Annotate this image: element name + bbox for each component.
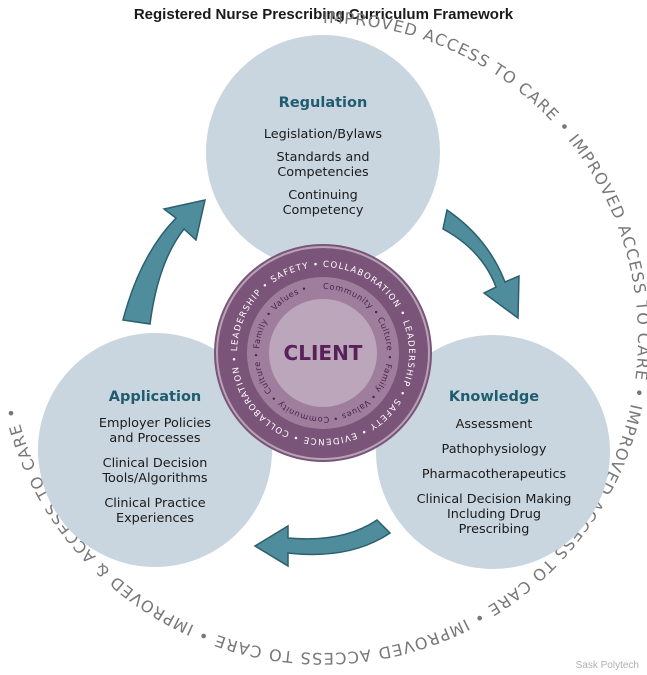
credit-label: Sask Polytech: [575, 660, 639, 671]
regulation-item-1-line-1: Competencies: [277, 165, 369, 180]
arrow-knowledge-to-application: [253, 519, 392, 568]
regulation-title: Regulation: [279, 95, 368, 111]
knowledge-item-3-line-2: Prescribing: [459, 522, 530, 537]
knowledge-item-3-line-0: Clinical Decision Making: [417, 492, 572, 507]
application-item-1-line-1: Tools/Algorithms: [101, 471, 208, 486]
application-item-0-line-0: Employer Policies: [99, 416, 211, 431]
regulation-item-1-line-0: Standards and: [276, 150, 369, 165]
knowledge-node: KnowledgeAssessmentPathophysiologyPharma…: [417, 389, 572, 537]
application-item-0-line-1: and Processes: [109, 431, 201, 446]
knowledge-item-0-line-0: Assessment: [456, 417, 533, 432]
knowledge-item-3-line-1: Including Drug: [447, 507, 541, 522]
arrow-application-to-regulation: [122, 199, 206, 325]
regulation-item-2-line-1: Competency: [283, 203, 364, 218]
arrow-regulation-to-knowledge: [442, 208, 520, 320]
application-item-1-line-0: Clinical Decision: [103, 456, 208, 471]
regulation-item-2-line-0: Continuing: [288, 188, 357, 203]
application-item-2-line-0: Clinical Practice: [104, 496, 205, 511]
knowledge-item-1-line-0: Pathophysiology: [442, 442, 547, 457]
knowledge-circle: [376, 335, 610, 569]
knowledge-title: Knowledge: [449, 389, 539, 405]
page-title: Registered Nurse Prescribing Curriculum …: [133, 6, 514, 23]
application-item-2-line-1: Experiences: [116, 511, 194, 526]
application-circle: [38, 333, 272, 567]
client-circle: [214, 244, 432, 462]
application-title: Application: [109, 389, 202, 405]
regulation-circle: [206, 35, 440, 269]
client-label: CLIENT: [284, 341, 363, 365]
regulation-item-0-line-0: Legislation/Bylaws: [264, 127, 383, 142]
knowledge-item-2-line-0: Pharmacotherapeutics: [422, 467, 567, 482]
